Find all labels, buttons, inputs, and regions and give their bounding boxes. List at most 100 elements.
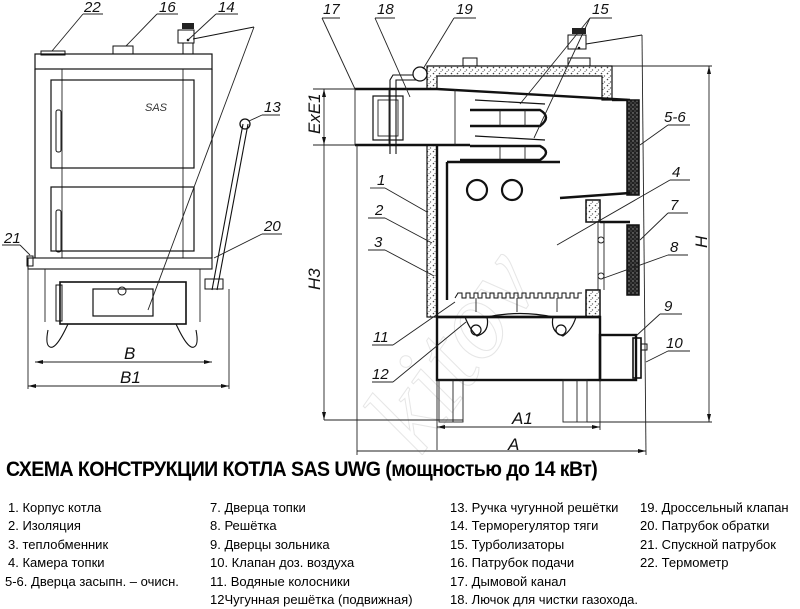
legend-item: 21. Спускной патрубок	[640, 536, 776, 552]
svg-text:15: 15	[592, 1, 609, 18]
callout-10: 10	[645, 335, 690, 363]
supply-pipe	[112, 45, 134, 55]
legend-item: 14. Терморегулятор тяги	[450, 518, 599, 534]
callout-14: 14	[187, 0, 238, 41]
boiler-diagram: kitov SAS	[2, 0, 712, 455]
dim-h-label: H	[692, 235, 711, 248]
callout-17: 17	[321, 1, 356, 90]
callout-4: 4	[556, 164, 690, 246]
legend-item: 17. Дымовой канал	[450, 573, 567, 589]
legend-item: 5-6. Дверца засыпн. – очисн.	[5, 573, 179, 589]
grate-handle	[211, 118, 251, 291]
ash-door-section	[632, 337, 642, 379]
callout-21: 21	[2, 230, 31, 256]
turbulator-1	[470, 108, 548, 128]
front-view: SAS B	[2, 0, 282, 389]
callout-9: 9	[635, 298, 682, 337]
svg-text:4: 4	[672, 164, 680, 181]
insulation-left	[426, 144, 438, 318]
callout-16: 16	[125, 0, 178, 47]
section-view: ExE1 H3 H A1 A 17 18 19	[305, 1, 712, 455]
air-valve-plate	[92, 288, 154, 317]
svg-text:5-6: 5-6	[664, 109, 686, 126]
callout-12: 12	[372, 321, 467, 383]
svg-text:19: 19	[456, 1, 473, 18]
dim-a-label: A	[507, 435, 519, 454]
svg-text:1: 1	[377, 172, 385, 189]
svg-text:16: 16	[159, 0, 176, 16]
legend-item: 7. Дверца топки	[210, 500, 306, 515]
legend-item: 18. Лючок для чистки газохода.	[450, 591, 639, 607]
svg-text:21: 21	[3, 230, 21, 247]
callout-13: 13	[248, 99, 281, 122]
callout-18: 18	[374, 1, 411, 98]
ash-door	[59, 281, 187, 325]
brand-mark: SAS	[145, 102, 168, 114]
legend-item: 9. Дверцы зольника	[210, 536, 330, 552]
page-title: СХЕМА КОНСТРУКЦИИ КОТЛА SAS UWG (мощност…	[6, 458, 598, 481]
legend-item: 13. Ручка чугунной решётки	[450, 500, 619, 515]
loading-door	[50, 79, 195, 169]
legend-item: 1. Корпус котла	[8, 500, 102, 515]
legend-item: 3. теплобменник	[8, 536, 109, 552]
svg-text:12: 12	[372, 366, 389, 383]
svg-text:22: 22	[83, 0, 101, 16]
firebox-door	[50, 186, 195, 252]
callout-22: 22	[51, 0, 103, 52]
dim-b-label: B	[124, 344, 135, 363]
svg-text:17: 17	[323, 1, 340, 18]
callout-2: 2	[368, 202, 433, 244]
callout-11: 11	[372, 301, 456, 346]
turbulator-2	[460, 144, 548, 162]
legend-column-3: 13. Ручка чугунной решётки 14. Терморегу…	[450, 499, 638, 609]
dim-a1-label: A1	[511, 409, 533, 428]
callout-1: 1	[370, 172, 428, 213]
legend-item: 15. Турболизаторы	[450, 536, 565, 552]
callout-7: 7	[639, 197, 688, 241]
legend-item: 8. Решётка	[210, 518, 277, 534]
legend-column-1: 1. Корпус котла 2. Изоляция 3. теплобмен…	[5, 499, 179, 591]
svg-text:7: 7	[670, 197, 679, 214]
legend-column-4: 19. Дроссельный клапан 20. Патрубок обра…	[640, 499, 789, 573]
water-pipe-1	[465, 178, 489, 202]
callout-8: 8	[603, 239, 688, 279]
water-pipe-2	[500, 178, 524, 202]
legend-item: 22. Термометр	[640, 555, 729, 571]
dim-b1-label: B1	[120, 368, 141, 387]
svg-text:10: 10	[666, 335, 683, 352]
dim-h3-label: H3	[305, 268, 324, 290]
legend-item: 19. Дроссельный клапан	[640, 500, 789, 515]
door-handle-top	[55, 109, 62, 153]
svg-text:14: 14	[218, 0, 235, 16]
cleaning-hatch	[372, 95, 404, 141]
callout-15: 15	[519, 1, 612, 139]
callout-20: 20	[213, 218, 282, 259]
legend-column-2: 7. Дверца топки 8. Решётка 9. Дверцы зол…	[210, 499, 413, 609]
svg-text:13: 13	[264, 99, 281, 116]
legend-item: 20. Патрубок обратки	[640, 518, 770, 534]
legend-item: 2. Изоляция	[8, 518, 81, 534]
svg-text:18: 18	[377, 1, 394, 18]
svg-text:2: 2	[374, 202, 384, 219]
throttle-valve	[412, 66, 428, 82]
boiler-top-cap	[34, 53, 213, 70]
legend-item: 4. Камера топки	[8, 555, 105, 571]
callout-5-6: 5-6	[639, 109, 690, 146]
svg-text:3: 3	[374, 234, 383, 251]
dim-exe1-label: ExE1	[305, 93, 324, 134]
legend-item: 11. Водяные колосники	[210, 573, 350, 589]
thermometer-fitting	[40, 50, 66, 56]
loading-door-section	[626, 99, 640, 196]
svg-text:20: 20	[263, 218, 281, 235]
callout-19: 19	[422, 1, 476, 70]
legend-item: 10. Клапан доз. воздуха	[210, 555, 355, 571]
door-handle-bottom	[55, 209, 62, 253]
draft-regulator	[177, 23, 255, 55]
svg-text:8: 8	[670, 239, 679, 256]
drain-pipe	[26, 255, 34, 267]
svg-text:11: 11	[373, 329, 389, 346]
legend-item: 12Чугунная решётка (подвижная)	[210, 591, 413, 607]
firebox-door-section	[626, 224, 640, 296]
svg-text:9: 9	[664, 298, 673, 315]
legend-item: 16. Патрубок подачи	[450, 555, 575, 571]
